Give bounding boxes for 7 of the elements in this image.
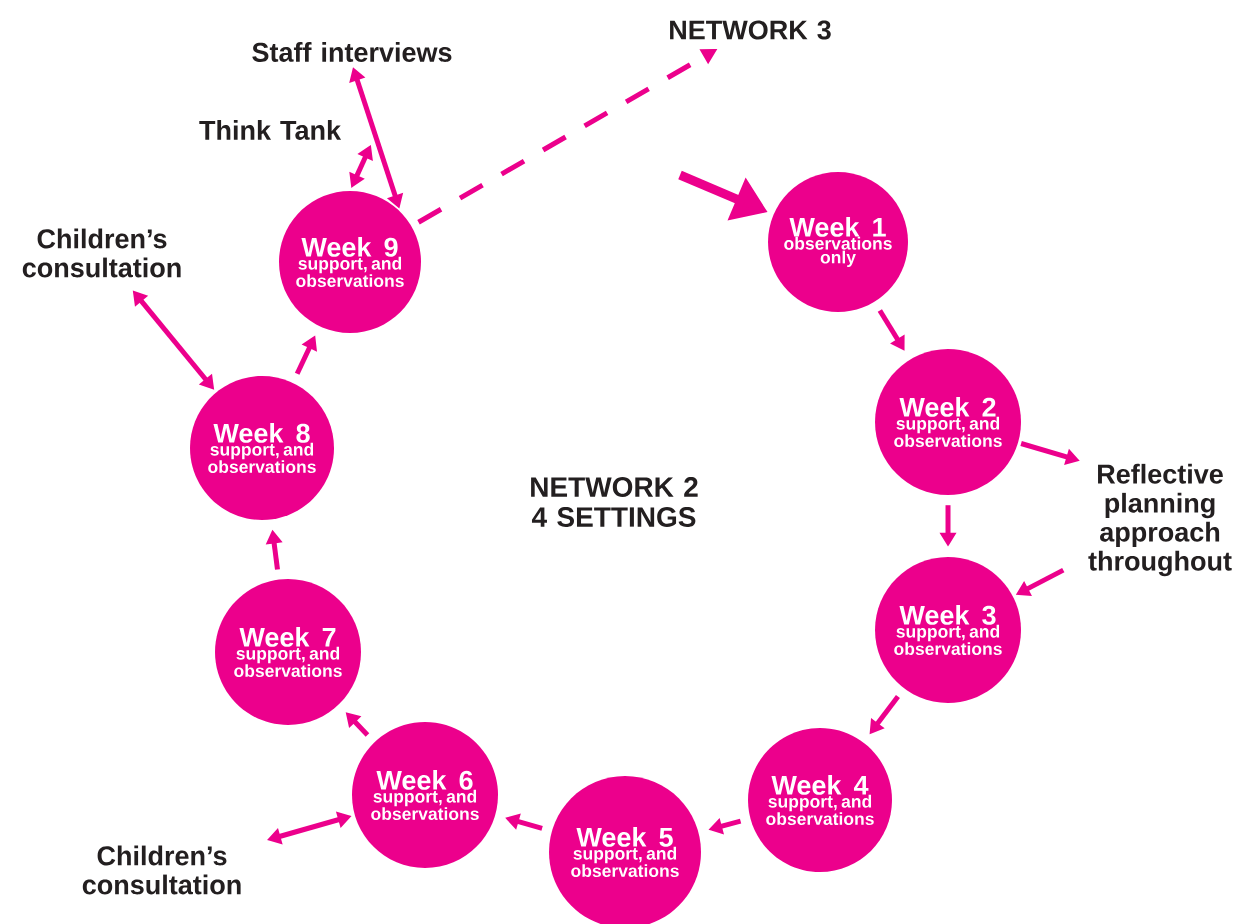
label-text: Staff interviews	[252, 42, 452, 62]
label-text: Think Tank	[199, 120, 342, 140]
label-text: Children’s consultation	[82, 845, 241, 895]
label-text: Children’s consultation	[22, 228, 181, 278]
label-text: NETWORK 3	[670, 20, 831, 40]
label-text: Reflective planning approach throughout	[1088, 463, 1232, 577]
center-label: NETWORK 2 4 SETTINGS	[531, 477, 698, 527]
